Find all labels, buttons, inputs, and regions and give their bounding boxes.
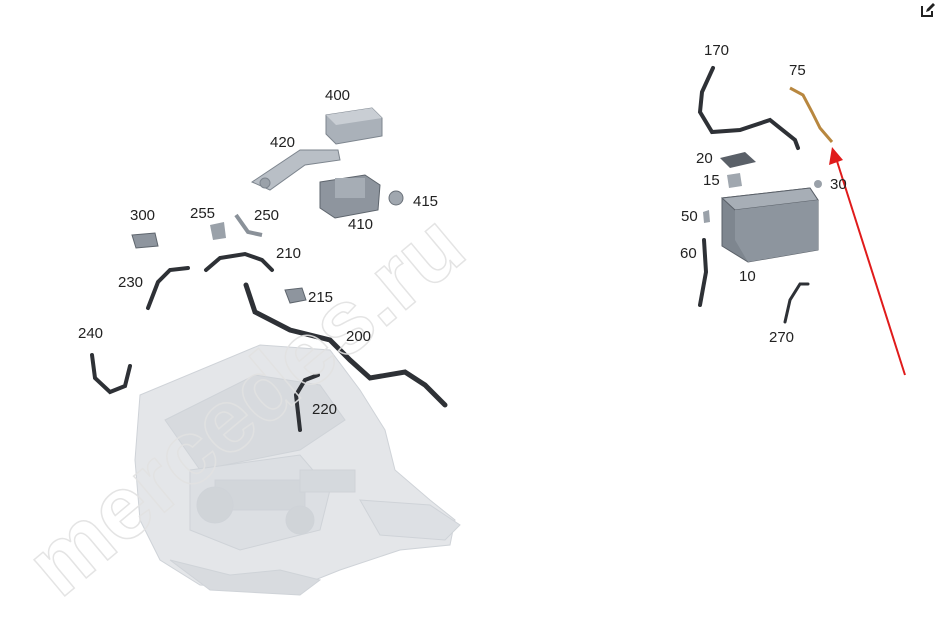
- callout-15[interactable]: 15: [703, 172, 720, 189]
- edit-button[interactable]: [918, 0, 938, 20]
- cable-210: [204, 251, 274, 272]
- cable-200: [243, 282, 448, 408]
- callout-250[interactable]: 250: [254, 207, 280, 224]
- part-50-clip: [703, 210, 710, 223]
- part-400-module: [325, 107, 383, 145]
- cable-75: [789, 86, 834, 143]
- callout-75[interactable]: 75: [789, 62, 806, 79]
- part-15-nut: [727, 173, 742, 188]
- callout-220[interactable]: 220: [312, 401, 338, 418]
- callout-400[interactable]: 400: [325, 87, 351, 104]
- part-20-pad: [720, 152, 756, 168]
- callout-20[interactable]: 20: [696, 150, 713, 167]
- callout-410[interactable]: 410: [348, 216, 374, 233]
- pointer-arrow: [829, 147, 906, 376]
- callout-50[interactable]: 50: [681, 208, 698, 225]
- part-300-grommet: [131, 232, 159, 249]
- part-10-battery: [720, 187, 819, 263]
- callout-300[interactable]: 300: [130, 207, 156, 224]
- cable-230: [146, 266, 190, 310]
- part-410-fusebox: [319, 174, 381, 219]
- callout-60[interactable]: 60: [680, 245, 697, 262]
- callout-240[interactable]: 240: [78, 325, 104, 342]
- cable-270: [783, 282, 810, 324]
- callout-255[interactable]: 255: [190, 205, 216, 222]
- part-250-cable: [234, 213, 263, 237]
- callout-230[interactable]: 230: [118, 274, 144, 291]
- cable-220: [293, 373, 320, 432]
- callout-270[interactable]: 270: [769, 329, 795, 346]
- callout-10[interactable]: 10: [739, 268, 756, 285]
- part-255-bolt: [210, 222, 226, 240]
- cable-240: [90, 353, 132, 395]
- callout-415[interactable]: 415: [413, 193, 439, 210]
- part-215-nut: [284, 287, 307, 304]
- cable-170: [697, 66, 800, 150]
- callout-200[interactable]: 200: [346, 328, 372, 345]
- engine-illustration: [134, 344, 461, 596]
- callout-170[interactable]: 170: [704, 42, 730, 59]
- edit-icon: [921, 3, 935, 17]
- part-420-bracket: [250, 149, 341, 191]
- part-415-nut: [388, 190, 404, 206]
- callout-30[interactable]: 30: [830, 176, 847, 193]
- callout-215[interactable]: 215: [308, 289, 334, 306]
- callout-210[interactable]: 210: [276, 245, 302, 262]
- callout-420[interactable]: 420: [270, 134, 296, 151]
- part-30-bolt: [814, 180, 822, 188]
- cable-60: [698, 238, 709, 307]
